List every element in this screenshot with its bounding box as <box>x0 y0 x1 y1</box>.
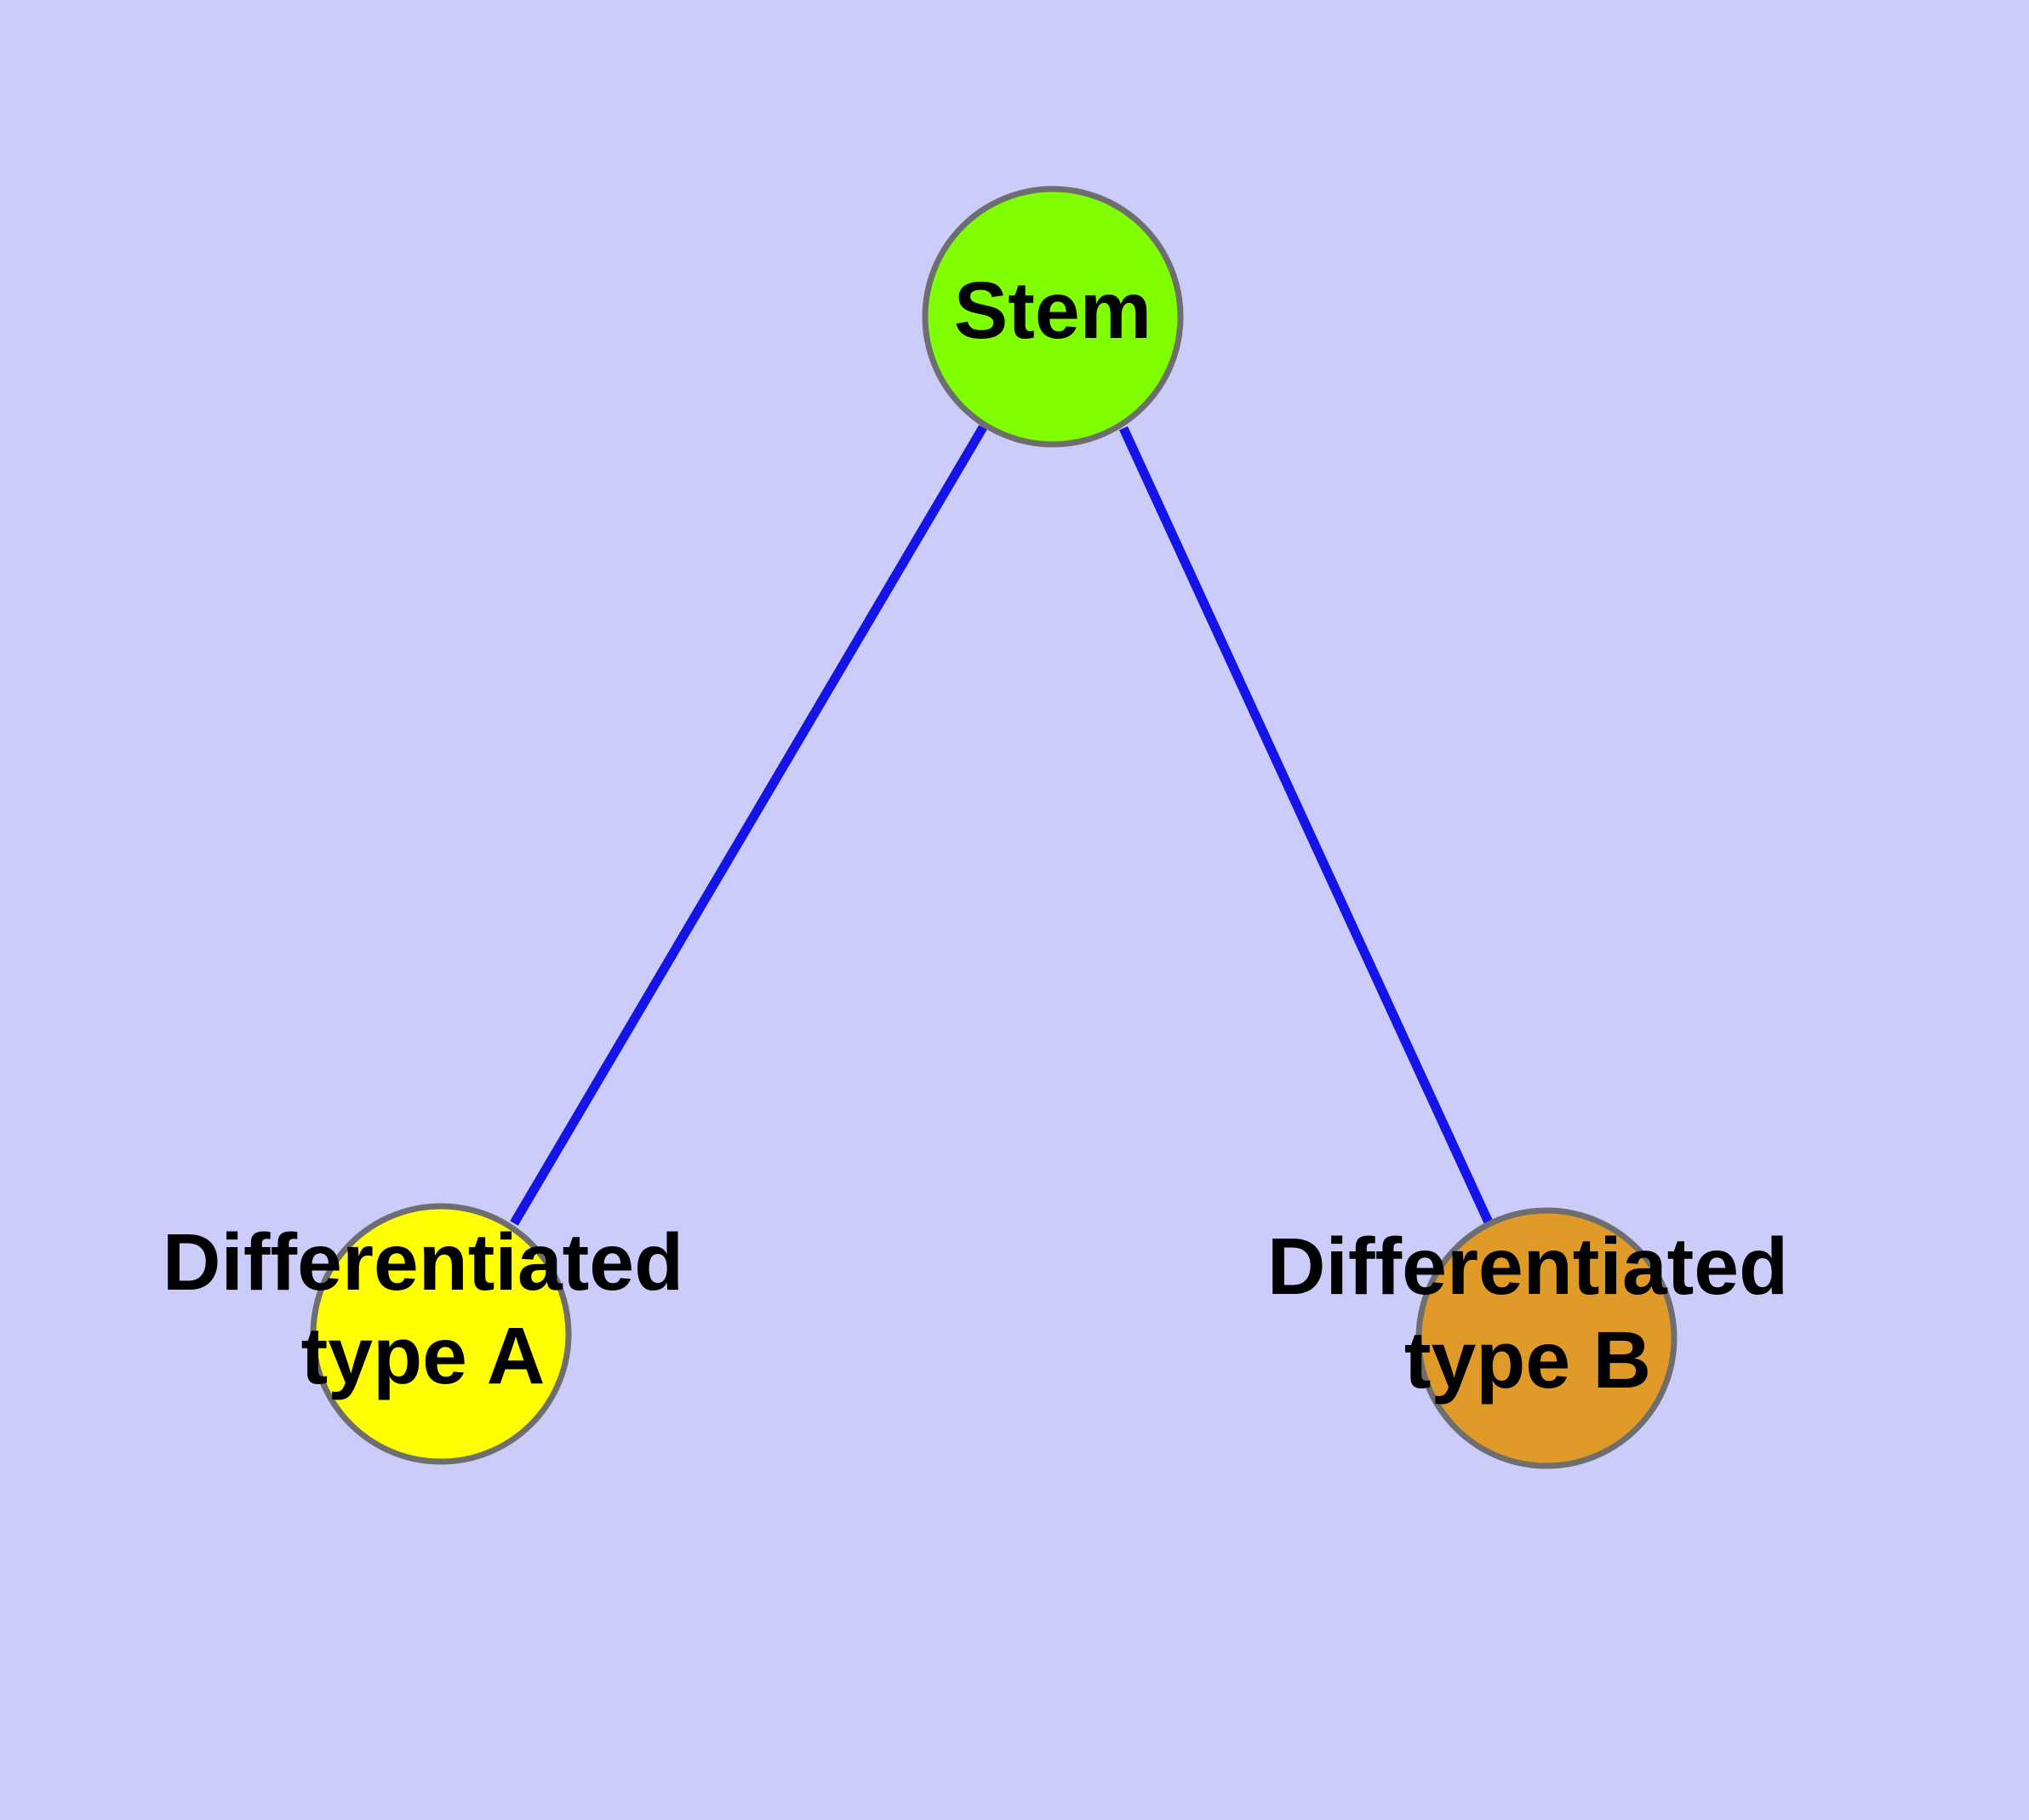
nodes-group <box>310 186 1677 1469</box>
node-label-line: type A <box>301 1311 546 1401</box>
node-label-line: type B <box>1404 1315 1651 1405</box>
edge-stem-to-diff-a[interactable] <box>510 425 987 1226</box>
node-label-stem: Stem <box>954 266 1152 356</box>
edges-group <box>510 425 1494 1227</box>
node-diff-b[interactable] <box>1415 1207 1677 1469</box>
edge-stem-to-diff-b[interactable] <box>1119 426 1494 1227</box>
node-stem[interactable] <box>922 186 1184 448</box>
node-label-line: Stem <box>954 266 1152 356</box>
node-label-line: Differentiated <box>163 1217 683 1308</box>
node-label-line: Differentiated <box>1267 1222 1788 1312</box>
node-diff-a[interactable] <box>310 1203 572 1465</box>
